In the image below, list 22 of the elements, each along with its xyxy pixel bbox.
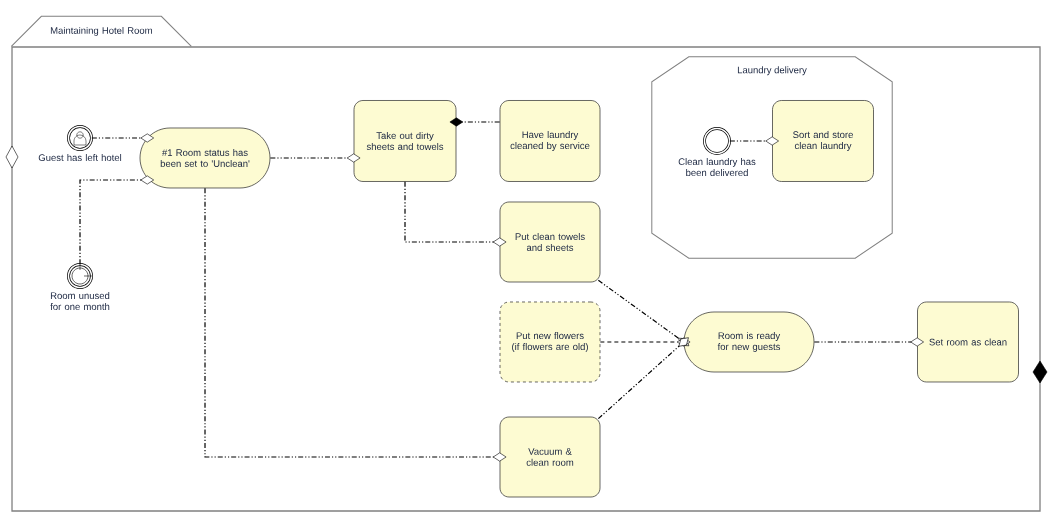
connector [91, 133, 154, 143]
connector [729, 136, 779, 146]
connector [813, 337, 924, 347]
connector [597, 337, 689, 420]
node-label: Maintaining Hotel Room [50, 26, 152, 36]
task-box: Put new flowers (if flowers are old) [499, 301, 601, 383]
connector [79, 175, 154, 265]
task-box: Set room as clean [917, 301, 1019, 383]
connector [449, 117, 501, 127]
state-box: Room is ready for new guests [683, 311, 815, 373]
state-box: #1 Room status has been set to 'Unclean' [139, 127, 271, 189]
task-box: Vacuum & clean room [499, 416, 601, 498]
task-box: Take out dirty sheets and towels [353, 100, 457, 182]
task-box: Have laundry cleaned by service [499, 100, 601, 182]
task-box: Sort and store clean laundry [772, 100, 874, 182]
event-label: Room unused for one month [50, 292, 110, 311]
connector [404, 181, 507, 247]
connector [204, 187, 507, 462]
connector [269, 153, 361, 163]
event-label: Guest has left hotel [38, 154, 122, 162]
task-box: Put clean towels and sheets [499, 201, 601, 283]
event-label: Clean laundry has been delivered [678, 158, 756, 177]
